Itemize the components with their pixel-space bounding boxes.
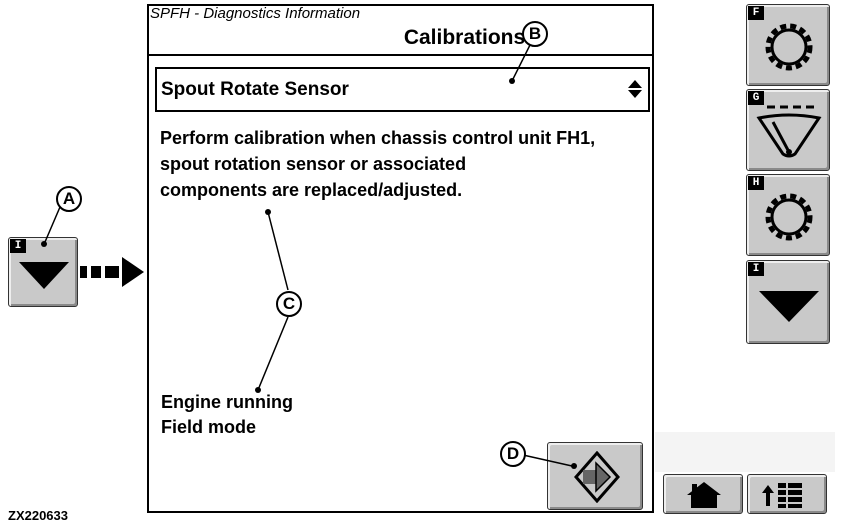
calibration-select[interactable] — [155, 67, 650, 112]
next-button[interactable] — [547, 442, 643, 510]
softkey-tag: F — [748, 6, 764, 20]
softkey-i[interactable]: I — [746, 260, 830, 344]
page-title: Calibrations — [147, 26, 654, 50]
softkey-g[interactable]: G — [746, 89, 830, 171]
menu-button[interactable] — [747, 474, 827, 514]
calibration-description: Perform calibration when chassis control… — [160, 125, 650, 203]
updown-arrows-icon[interactable] — [626, 78, 644, 100]
softkey-tag: H — [748, 176, 764, 190]
condition-line: Field mode — [161, 417, 257, 437]
home-icon — [687, 482, 721, 508]
left-softkey-tag: I — [10, 239, 26, 253]
description-line: spout rotation sensor or associated — [160, 154, 467, 174]
home-button[interactable] — [663, 474, 743, 514]
left-softkey-i[interactable]: I — [8, 237, 78, 307]
callout-b: B — [522, 21, 548, 47]
description-line: components are replaced/adjusted. — [160, 180, 463, 200]
softkey-tag: I — [748, 262, 764, 276]
gear-icon — [765, 193, 813, 241]
menu-list-icon — [762, 483, 802, 508]
softkey-tag: G — [748, 91, 764, 105]
down-arrow-icon — [19, 262, 69, 289]
wiper-icon — [756, 105, 822, 158]
page-title-text: Calibrations — [403, 26, 526, 49]
callout-d: D — [500, 441, 526, 467]
callout-c: C — [276, 291, 302, 317]
dashed-arrow-icon — [80, 257, 144, 287]
calibration-select-value: Spout Rotate Sensor — [161, 79, 349, 100]
panel-subtitle: SPFH - Diagnostics Information — [150, 5, 361, 22]
down-arrow-icon — [759, 291, 819, 322]
gear-icon — [765, 23, 813, 71]
next-arrow-icon — [574, 451, 620, 503]
figure-id: ZX220633 — [8, 508, 68, 523]
description-line: Perform calibration when chassis control… — [160, 128, 596, 148]
bottom-bar-shade — [655, 432, 835, 472]
title-divider — [149, 54, 652, 56]
softkey-f[interactable]: F — [746, 4, 830, 86]
softkey-h[interactable]: H — [746, 174, 830, 256]
required-conditions: Engine running Field mode — [161, 390, 293, 440]
condition-line: Engine running — [161, 392, 293, 412]
